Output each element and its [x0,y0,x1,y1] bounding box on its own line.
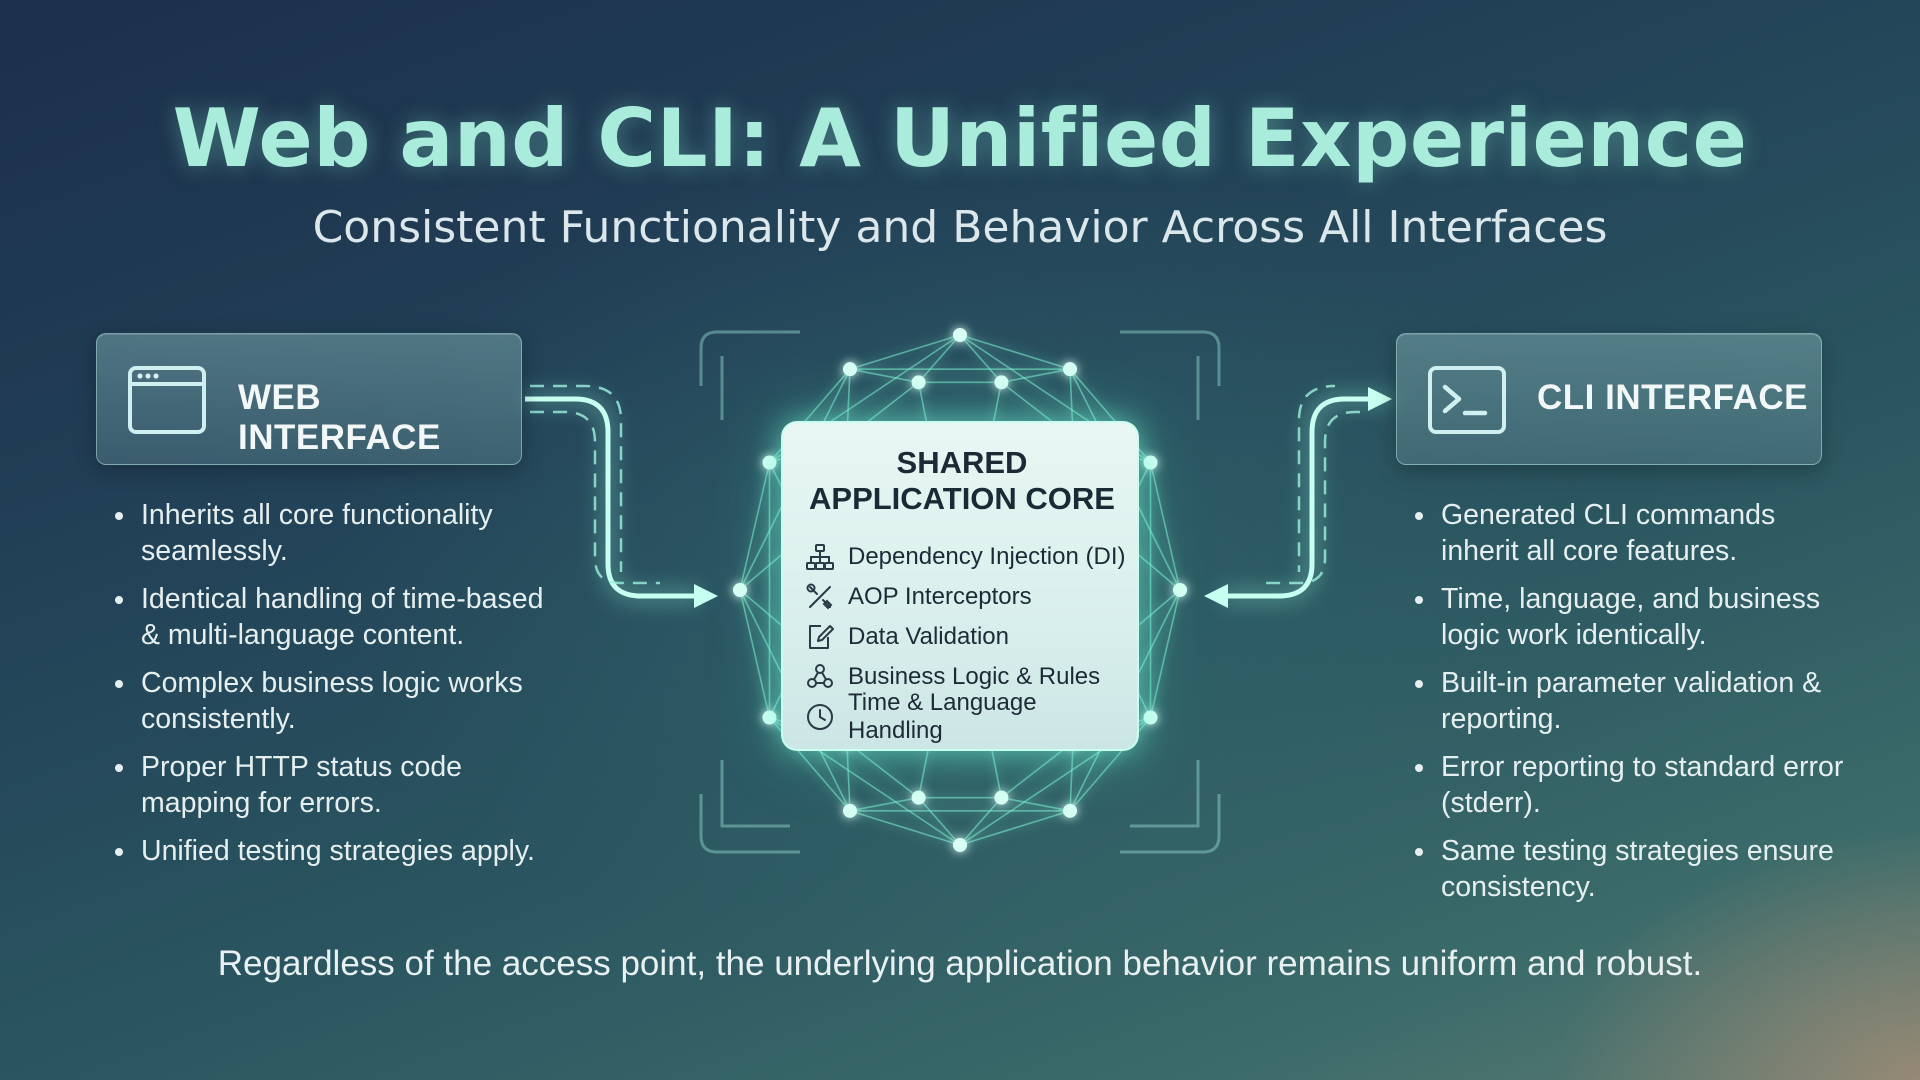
mesh-link [1069,741,1074,811]
list-item: Error reporting to standard error (stder… [1412,749,1852,821]
mesh-link [1149,462,1181,591]
mesh-node [843,803,857,818]
core-title: SHARED APPLICATION CORE [783,445,1141,517]
hierarchy-icon [806,544,834,570]
page-subtitle: Consistent Functionality and Behavior Ac… [312,202,1608,253]
shared-core-card: SHARED APPLICATION CORE Dependency Injec… [781,421,1139,751]
mesh-link [849,796,919,812]
mesh-link [1001,796,1071,812]
mesh-link [917,334,961,383]
mesh-link [1001,368,1071,384]
list-item: Time, language, and business logic work … [1412,581,1852,653]
core-item-label: Data Validation [848,623,1009,650]
list-item: Generated CLI commands inherit all core … [1412,497,1852,569]
core-item-label: Dependency Injection (DI) [848,543,1126,570]
mesh-node [1063,803,1077,818]
core-item-aop: AOP Interceptors [805,577,1137,617]
mesh-link [1149,589,1181,718]
cli-connector [1204,384,1395,608]
mesh-link [846,741,851,811]
mesh-node [1173,583,1187,597]
clock-icon [807,704,833,730]
mesh-node [994,375,1009,390]
cli-interface-label: CLI INTERFACE [1537,378,1808,417]
mesh-node [843,362,857,377]
core-item-dependency-injection: Dependency Injection (DI) [805,537,1137,577]
mesh-link [917,797,961,846]
list-item: Inherits all core functionality seamless… [112,497,552,569]
list-item: Built-in parameter validation & reportin… [1412,665,1852,737]
mesh-node [762,710,777,725]
browser-window-icon [128,366,206,434]
mesh-link [739,589,771,718]
mesh-link [849,334,961,370]
list-item: Unified testing strategies apply. [112,833,552,869]
mesh-node [953,328,967,342]
core-item-business-logic: Business Logic & Rules [805,657,1137,697]
list-item: Proper HTTP status code mapping for erro… [112,749,552,821]
core-title-line2: APPLICATION CORE [809,481,1115,516]
mesh-node [733,583,747,597]
mesh-link [959,810,1071,846]
mesh-node [1063,362,1077,377]
mesh-node [953,838,967,852]
mesh-node [1143,455,1158,470]
mesh-node [911,375,926,390]
core-title-line1: SHARED [896,445,1028,480]
footer-statement: Regardless of the access point, the unde… [217,944,1703,983]
mesh-link [1000,741,1074,799]
cli-interface-panel: CLI INTERFACE [1396,333,1822,465]
mesh-link [959,334,1003,383]
cli-feature-list: Generated CLI commands inherit all core … [1412,497,1852,917]
core-item-label: Time & Language Handling [848,689,1037,744]
page-title: Web and CLI: A Unified Experience [172,92,1748,185]
mesh-link [739,462,771,591]
mesh-node [994,790,1009,805]
mesh-link [849,810,961,846]
mesh-node [762,455,777,470]
terminal-prompt-icon [1428,366,1506,434]
web-interface-label: WEB INTERFACE [238,378,441,457]
mesh-link [959,797,1003,846]
mesh-link [846,741,920,799]
frame-brackets [699,330,1221,854]
mesh-node [911,790,926,805]
org-chart-icon [807,664,833,688]
web-connector [525,384,718,608]
list-item: Identical handling of time-based & multi… [112,581,552,653]
mesh-link [959,334,1071,370]
web-interface-panel: WEB INTERFACE [96,333,522,465]
web-feature-list: Inherits all core functionality seamless… [112,497,552,881]
list-item: Same testing strategies ensure consisten… [1412,833,1852,905]
core-capability-list: Dependency Injection (DI) AOP Intercepto… [805,537,1137,744]
core-item-label: Business Logic & Rules [848,663,1101,690]
list-item: Complex business logic works consistentl… [112,665,552,737]
mesh-node [1143,710,1158,725]
core-item-label: AOP Interceptors [848,583,1032,610]
mesh-link [849,368,919,384]
tools-icon [806,583,833,610]
core-item-time-language: Time & Language Handling [805,689,1137,744]
edit-document-icon [809,625,834,649]
core-item-data-validation: Data Validation [805,617,1137,657]
